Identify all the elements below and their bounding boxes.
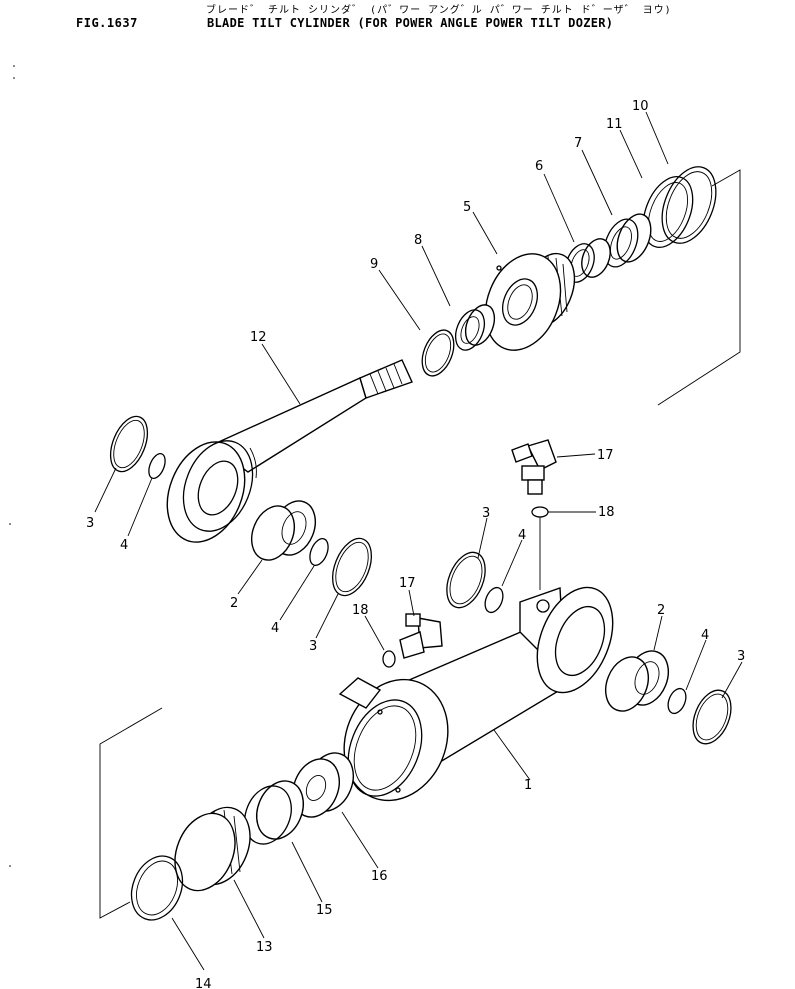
callout-4-left-top: 4 — [120, 538, 128, 553]
callout-4-middle: 4 — [518, 528, 526, 543]
part-10-snap-ring — [661, 166, 717, 244]
callout-4-left-bottom: 4 — [271, 621, 279, 636]
part-2-bushing-left — [250, 500, 317, 561]
part-14-ring — [130, 855, 184, 921]
callout-7: 7 — [574, 136, 582, 151]
figure-number: FIG.1637 — [76, 16, 138, 30]
callout-13: 13 — [256, 940, 273, 955]
callout-8-label: 8 — [414, 233, 422, 248]
assembly-bracket-upper — [657, 169, 741, 406]
part-18-o-ring-lower — [382, 650, 396, 668]
part-2-bushing-right — [604, 650, 670, 712]
part-3-snap-ring-right — [692, 689, 732, 745]
callout-4-right-label: 4 — [701, 628, 709, 643]
callout-12: 12 — [250, 330, 267, 345]
part-12-piston-rod — [166, 359, 413, 543]
part-8-packing — [454, 304, 496, 351]
callout-3-middle: 3 — [482, 506, 490, 521]
part-1-cylinder-tube — [338, 586, 614, 802]
leader-lines — [94, 111, 743, 971]
part-17-elbow-fitting-upper — [511, 439, 557, 495]
callout-15: 15 — [316, 903, 333, 918]
part-7-packing — [603, 213, 652, 268]
part-3-snap-ring-left-top — [109, 415, 149, 473]
part-4-o-ring-left-top — [148, 453, 166, 479]
callout-6: 6 — [535, 159, 543, 174]
callout-3-right: 3 — [737, 649, 745, 664]
callout-labels: 10 11 7 6 5 7 8 9 12 3 4 2 4 3 18 17 3 4… — [86, 99, 745, 989]
callout-17-lower: 17 — [399, 576, 416, 591]
callout-5: 5 — [463, 200, 471, 215]
part-4-o-ring-middle — [484, 586, 504, 614]
part-15-wear-ring — [244, 780, 304, 845]
part-4-o-ring-right — [667, 687, 687, 715]
callout-10: 10 — [632, 99, 649, 114]
callout-2-right: 2 — [657, 603, 665, 618]
callout-1: 1 — [524, 778, 532, 793]
part-3-snap-ring-left-bottom — [331, 537, 373, 597]
callout-17-upper: 17 — [597, 448, 614, 463]
callout-9: 9 — [370, 257, 378, 272]
part-16-nut — [292, 752, 354, 818]
scan-specks — [9, 65, 15, 867]
callout-3-left-bottom: 3 — [309, 639, 317, 654]
part-11-ring — [642, 176, 694, 248]
callout-14: 14 — [195, 977, 212, 989]
callout-16: 16 — [371, 869, 388, 884]
assembly-bracket-lower — [99, 707, 163, 919]
callout-11: 11 — [606, 117, 623, 132]
callout-2-left: 2 — [230, 596, 238, 611]
part-18-o-ring-upper — [531, 506, 549, 518]
part-13-piston — [174, 806, 251, 892]
part-4-o-ring-left-bottom — [309, 538, 329, 566]
callout-3-left-top: 3 — [86, 516, 94, 531]
part-9-snap-ring — [421, 329, 455, 377]
callout-18-lower: 18 — [352, 603, 369, 618]
part-5-cylinder-head — [484, 252, 576, 351]
title-english: BLADE TILT CYLINDER (FOR POWER ANGLE POW… — [207, 16, 614, 30]
part-17-elbow-fitting-lower — [399, 613, 443, 659]
callout-18-upper: 18 — [598, 505, 615, 520]
part-3-snap-ring-middle — [446, 551, 486, 609]
title-japanese: ブレード゛ チルト シリンダ゛ (パ゛ワー アング゛ル パ゛ワー チルト ド゛ー… — [206, 5, 672, 16]
